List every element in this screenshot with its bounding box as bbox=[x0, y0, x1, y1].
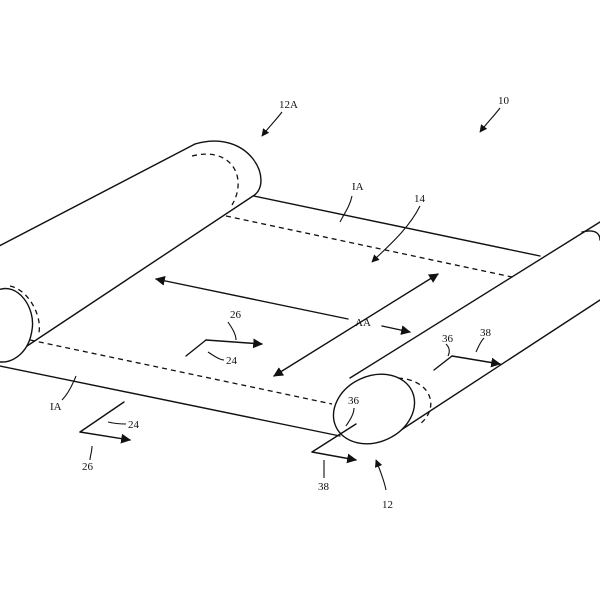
direction-arrows-left bbox=[79, 401, 131, 461]
label-direction-24-left: 24 bbox=[128, 419, 140, 431]
label-direction-26-left: 26 bbox=[82, 461, 94, 473]
label-direction-38-front: 38 bbox=[318, 481, 330, 493]
leader-IA-bottom bbox=[61, 375, 77, 401]
aa-horizontal-arrow-right bbox=[381, 325, 411, 335]
label-roller-back: 12A bbox=[279, 99, 298, 111]
arrow-24-left bbox=[79, 401, 125, 433]
direction-arrows-center bbox=[185, 321, 263, 361]
active-area-arrows bbox=[155, 273, 439, 377]
label-direction-24-center: 24 bbox=[226, 355, 238, 367]
arrow-26-center bbox=[205, 338, 263, 349]
aa-diagonal-arrow bbox=[273, 273, 439, 377]
reference-leaders bbox=[61, 107, 501, 491]
label-inactive-area-top: IA bbox=[352, 181, 364, 193]
leader-38-right bbox=[475, 337, 485, 353]
label-direction-36-right: 36 bbox=[442, 333, 454, 345]
front-roller-end-face bbox=[332, 373, 416, 445]
label-roller-front: 12 bbox=[382, 499, 393, 511]
arrow-36-right bbox=[433, 355, 453, 371]
direction-arrows-right bbox=[433, 337, 501, 371]
leader-12A bbox=[261, 111, 283, 137]
arrow-38-front bbox=[311, 451, 357, 464]
label-direction-38-right: 38 bbox=[480, 327, 492, 339]
back-roller-end-cap bbox=[194, 140, 262, 197]
leader-12 bbox=[374, 459, 387, 491]
leader-24-left bbox=[107, 421, 127, 425]
leader-14 bbox=[371, 205, 421, 263]
label-inactive-area-bottom: IA bbox=[50, 401, 62, 413]
front-roller-bottom-line bbox=[397, 299, 600, 433]
arrow-36-front bbox=[311, 423, 357, 453]
leader-26-left bbox=[89, 445, 93, 461]
label-device: 10 bbox=[498, 95, 510, 107]
sheet-near-edge bbox=[0, 365, 341, 437]
arrow-26-left bbox=[79, 431, 131, 444]
back-roller-near-hidden bbox=[9, 285, 40, 337]
arrow-38-right bbox=[451, 355, 501, 368]
aa-horizontal-arrow-left bbox=[155, 276, 349, 320]
label-active-area: AA bbox=[355, 317, 371, 329]
front-roller-top-line bbox=[349, 221, 600, 379]
display-sheet bbox=[0, 195, 541, 437]
label-direction-26-center: 26 bbox=[230, 309, 242, 321]
active-area-near-boundary bbox=[29, 339, 333, 405]
front-roller-hidden-profile bbox=[397, 377, 432, 425]
leader-24-center bbox=[207, 351, 225, 361]
back-roller-near-face bbox=[0, 287, 34, 363]
back-roller-bottom-line bbox=[17, 195, 254, 353]
back-roller bbox=[0, 140, 262, 363]
front-roller bbox=[332, 221, 600, 445]
active-area-far-boundary bbox=[225, 215, 513, 278]
arrow-24-center bbox=[185, 339, 207, 357]
leader-10 bbox=[479, 107, 501, 133]
leader-36-front bbox=[345, 407, 355, 427]
label-direction-36-front: 36 bbox=[348, 395, 360, 407]
leader-26-center bbox=[227, 321, 237, 341]
direction-arrows-front bbox=[311, 407, 357, 478]
leader-IA-top bbox=[339, 195, 353, 223]
leader-36-right bbox=[445, 343, 450, 357]
back-roller-top-line bbox=[0, 143, 196, 247]
back-roller-end-hidden bbox=[191, 153, 239, 206]
reference-labels: 12A 10 IA 14 AA 26 24 36 38 IA 24 26 36 … bbox=[50, 95, 510, 511]
label-display: 14 bbox=[414, 193, 426, 205]
sheet-far-edge bbox=[253, 195, 541, 257]
